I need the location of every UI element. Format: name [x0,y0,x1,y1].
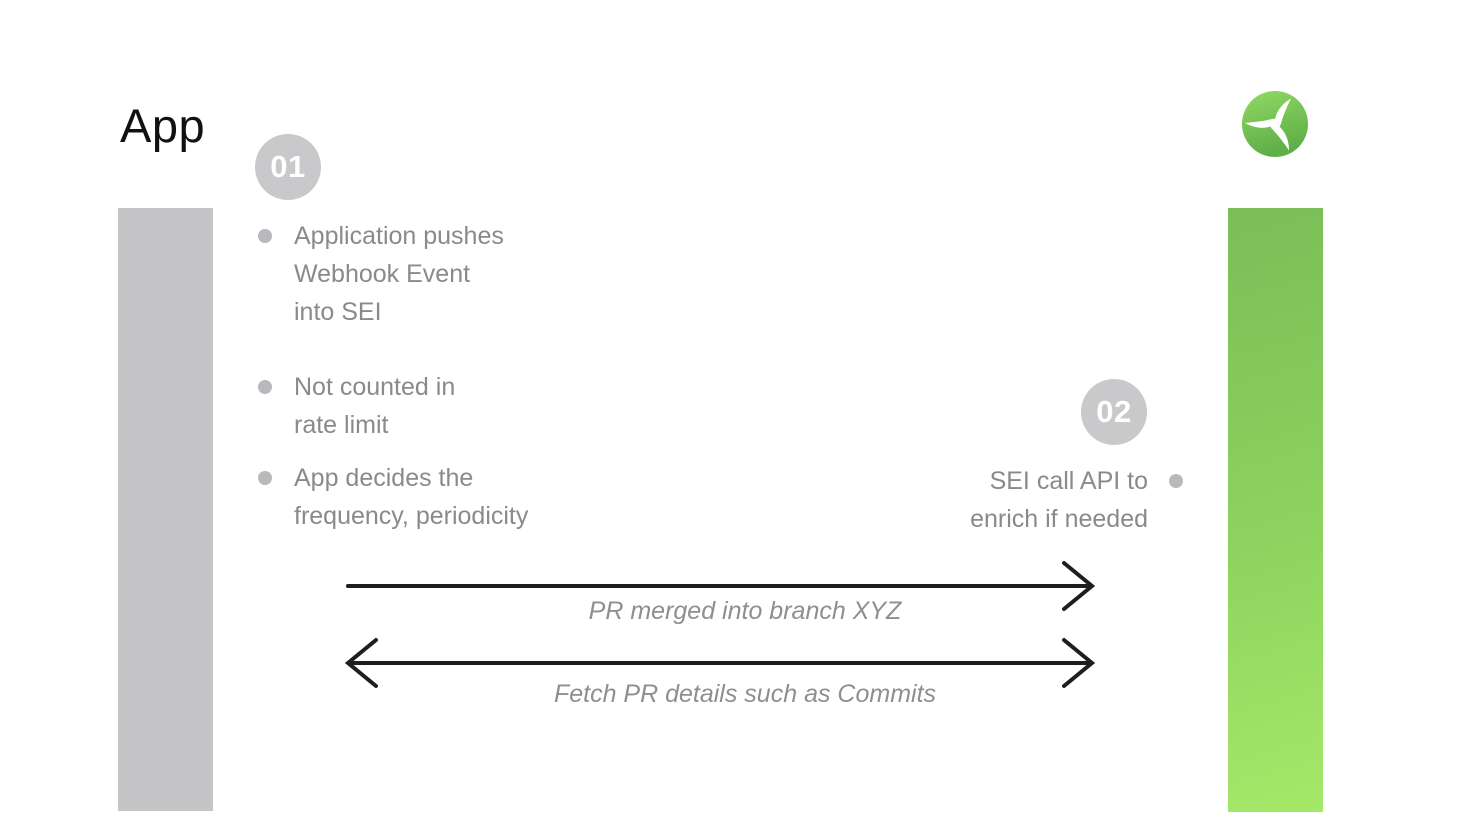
step-number: 01 [270,149,306,184]
list-item-sei-enrich: SEI call API to enrich if needed [970,462,1183,538]
text-line: SEI call API to [989,467,1148,495]
step-badge-02: 02 [1081,379,1147,445]
arrow-label-pr-merged: PR merged into branch XYZ [588,597,902,625]
text-line: Application pushes [294,222,504,250]
list-item-text: Not counted in rate limit [294,368,455,444]
list-item-webhook-push: Application pushes Webhook Event into SE… [258,217,504,331]
bullet-dot-icon [258,471,272,485]
text-line: Not counted in [294,373,456,401]
text-line: App decides the [294,464,474,492]
list-item-rate-limit: Not counted in rate limit [258,368,455,444]
page-title: App [120,99,206,152]
text-line: frequency, periodicity [294,502,529,530]
text-line: Webhook Event [294,260,471,288]
text-line: enrich if needed [970,505,1148,533]
list-item-text: App decides the frequency, periodicity [294,459,528,535]
step-badge-01: 01 [255,134,321,200]
list-item-text: SEI call API to enrich if needed [970,462,1148,538]
text-line: rate limit [294,411,389,439]
sei-propeller-logo [1242,91,1308,157]
bullet-dot-icon [1169,474,1183,488]
app-lifeline-bar [118,208,213,811]
list-item-frequency: App decides the frequency, periodicity [258,459,528,535]
text-line: into SEI [294,298,382,326]
sei-lifeline-bar [1228,208,1323,812]
list-item-text: Application pushes Webhook Event into SE… [294,217,504,331]
arrow-label-fetch-pr: Fetch PR details such as Commits [553,680,937,708]
propeller-icon [1242,91,1308,157]
step-number: 02 [1096,394,1132,429]
bullet-dot-icon [258,380,272,394]
bullet-dot-icon [258,229,272,243]
